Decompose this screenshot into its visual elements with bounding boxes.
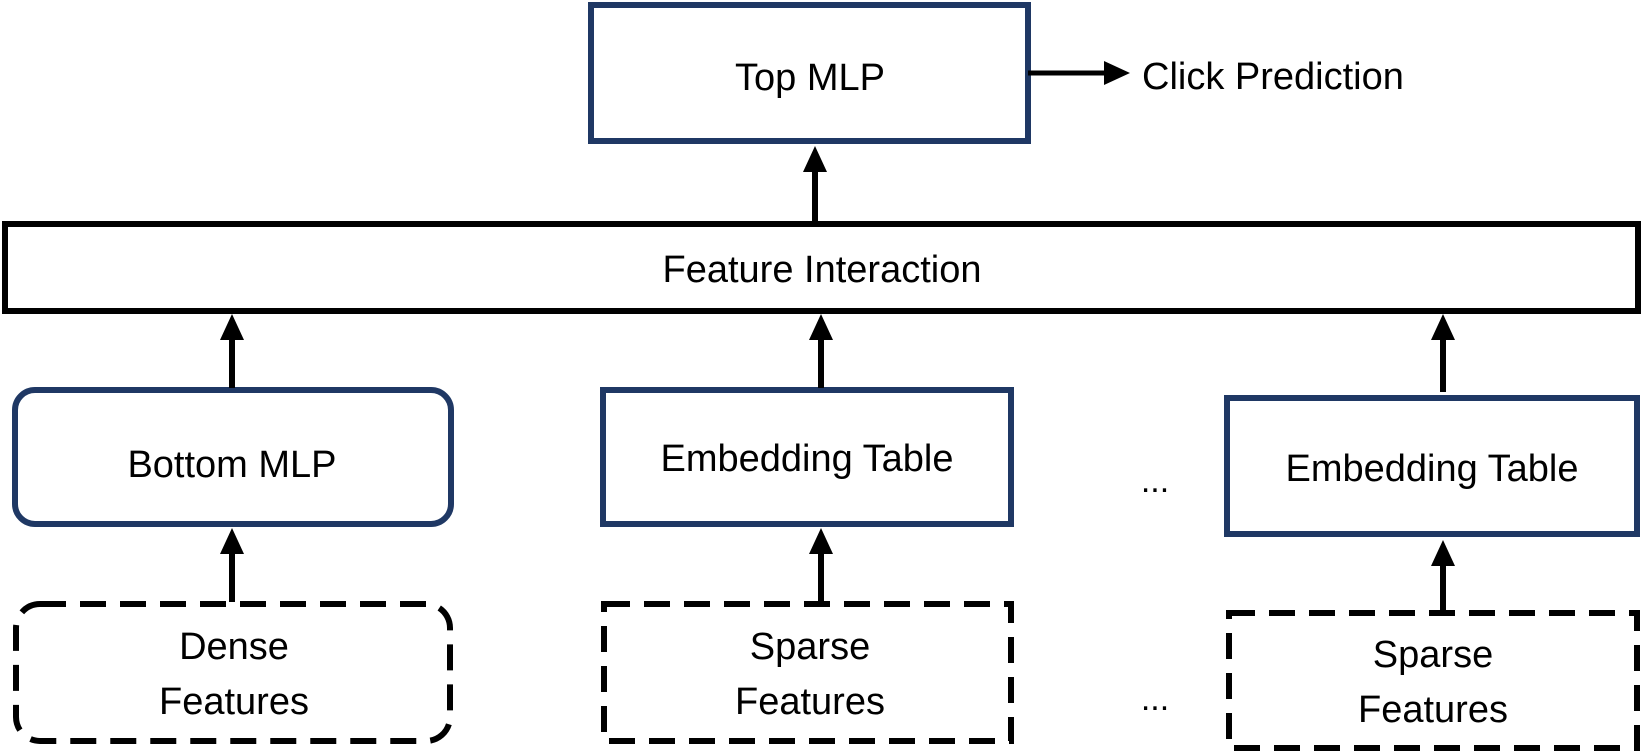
sparse-features-2-line-1: Sparse [1373,634,1493,676]
embedding-table-box-2 [1224,395,1640,537]
sparse-features-box-1 [601,601,1014,744]
embedding-1-to-interaction-arrowhead [809,314,833,340]
sparse-2-to-embedding-arrowhead [1431,540,1455,566]
dense-to-bottom-mlp-arrowhead [220,528,244,554]
embedding-table-label-2: Embedding Table [1286,448,1579,490]
feature-interaction-box [2,221,1641,314]
bottom-mlp-box [12,387,454,527]
sparse-features-box-2 [1226,610,1640,751]
sparse-features-2-line-2: Features [1358,689,1508,731]
top-mlp-label: Top MLP [735,57,885,99]
click-prediction-label: Click Prediction [1142,56,1404,98]
ellipsis-middle: ... [1141,462,1169,500]
dense-features-line-2: Features [159,681,309,723]
embedding-2-to-interaction-arrowhead [1431,314,1455,340]
interaction-to-top-arrowhead [803,146,827,172]
output-arrowhead [1104,61,1130,85]
feature-interaction-label: Feature Interaction [663,249,982,291]
sparse-features-1-line-1: Sparse [750,626,870,668]
dense-features-box [13,601,453,744]
embedding-table-box-1 [600,387,1014,527]
bottom-mlp-label: Bottom MLP [127,444,336,486]
sparse-features-1-line-2: Features [735,681,885,723]
ellipsis-bottom: ... [1141,680,1169,718]
embedding-table-label-1: Embedding Table [661,438,954,480]
bottom-mlp-to-interaction-arrowhead [220,314,244,340]
dense-features-line-1: Dense [179,626,289,668]
top-mlp-box [588,2,1031,144]
sparse-1-to-embedding-arrowhead [809,528,833,554]
